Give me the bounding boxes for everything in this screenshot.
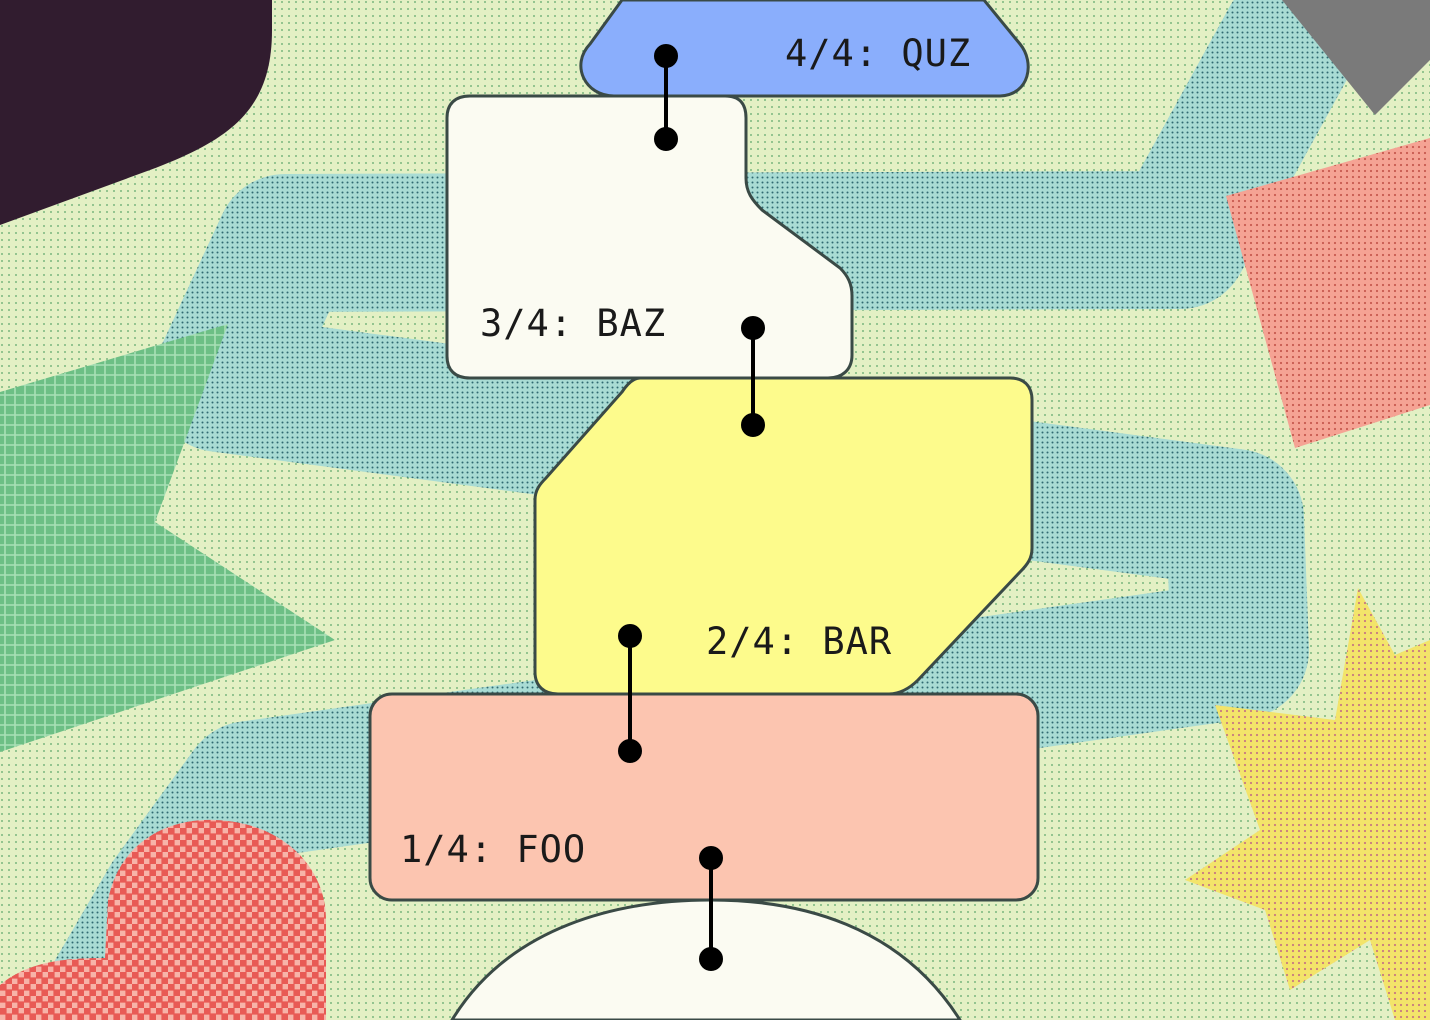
stage-foo-shape [368,692,1040,902]
connector-node [618,739,642,763]
stage-baz-shape [445,94,854,380]
connector-node [654,44,678,68]
connector-node [699,846,723,870]
connector-node [654,127,678,151]
stage-foo-label: 1/4: FOO [400,828,586,871]
red-heart-shape [0,819,326,1020]
connector-node [699,947,723,971]
connector-node [741,316,765,340]
connector-node [741,413,765,437]
green-star-shape [0,324,335,752]
stage-connectors [618,44,765,971]
yellow-star-shape [1185,588,1430,1020]
stage-quz-shape [579,0,1030,98]
dark-blob-shape [0,0,272,225]
stage-baz-label: 3/4: BAZ [480,302,666,345]
connector-node [618,624,642,648]
stage-quz-label: 4/4: QUZ [785,32,971,75]
pink-square-shape [1226,138,1430,448]
stage-bar-label: 2/4: BAR [706,620,892,663]
gray-triangle-shape [1282,0,1430,115]
